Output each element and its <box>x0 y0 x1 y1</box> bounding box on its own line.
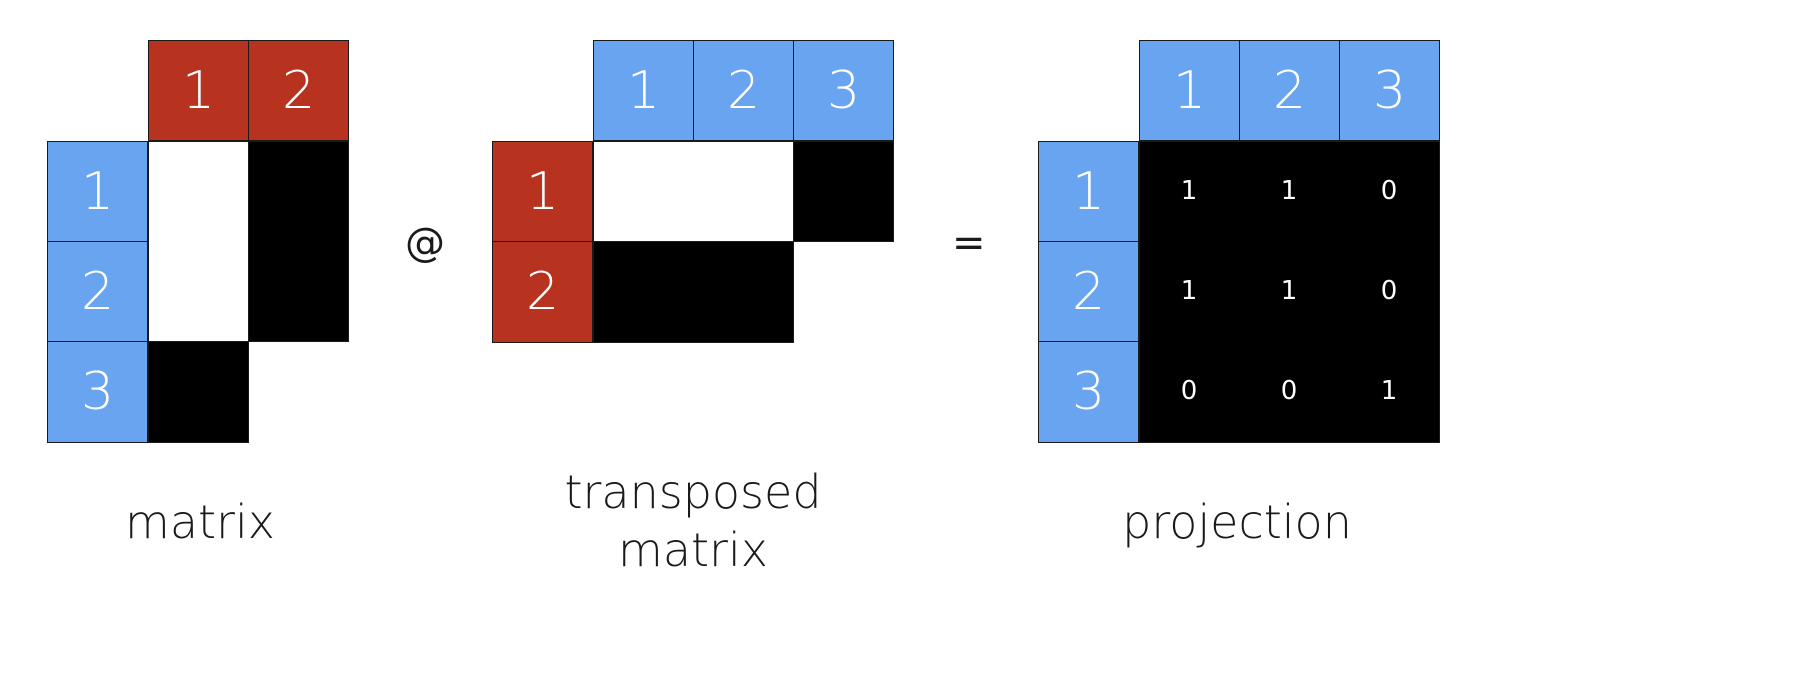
matmul-operator: @ <box>405 220 445 266</box>
transposed-cell <box>593 241 794 343</box>
transposed-cell <box>593 141 794 242</box>
transposed-row-header: 1 <box>492 141 593 242</box>
projection-body <box>1139 141 1440 443</box>
projection-value: 1 <box>1280 276 1298 306</box>
transposed-cell <box>793 141 894 242</box>
projection-value: 1 <box>1380 376 1398 406</box>
projection-col-header: 2 <box>1239 40 1340 141</box>
transposed-col-header: 2 <box>693 40 794 141</box>
transposed-caption-line1: transposed <box>564 465 822 519</box>
projection-value: 1 <box>1280 176 1298 206</box>
transposed-col-header: 3 <box>793 40 894 141</box>
projection-col-header: 3 <box>1339 40 1440 141</box>
matrix-row-header: 2 <box>47 241 148 342</box>
projection-caption: projection <box>1122 495 1352 549</box>
matrix-row-header: 1 <box>47 141 148 242</box>
transposed-col-header: 1 <box>593 40 694 141</box>
matrix-cell <box>148 341 249 443</box>
projection-value: 1 <box>1180 276 1198 306</box>
projection-value: 1 <box>1180 176 1198 206</box>
transposed-row-header: 2 <box>492 241 593 343</box>
projection-row-header: 3 <box>1038 341 1139 443</box>
matrix-row-header: 3 <box>47 341 148 443</box>
projection-row-header: 2 <box>1038 241 1139 342</box>
matrix-cell <box>148 141 249 342</box>
projection-value: 0 <box>1180 376 1198 406</box>
matrix-cell <box>248 141 349 342</box>
projection-col-header: 1 <box>1139 40 1240 141</box>
matrix-col-header: 1 <box>148 40 249 141</box>
projection-row-header: 1 <box>1038 141 1139 242</box>
matrix-col-header: 2 <box>248 40 349 141</box>
equals-operator: = <box>952 220 986 266</box>
transposed-caption-line2: matrix <box>618 523 768 577</box>
projection-value: 0 <box>1380 276 1398 306</box>
projection-value: 0 <box>1280 376 1298 406</box>
projection-value: 0 <box>1380 176 1398 206</box>
matrix-caption: matrix <box>125 495 275 549</box>
